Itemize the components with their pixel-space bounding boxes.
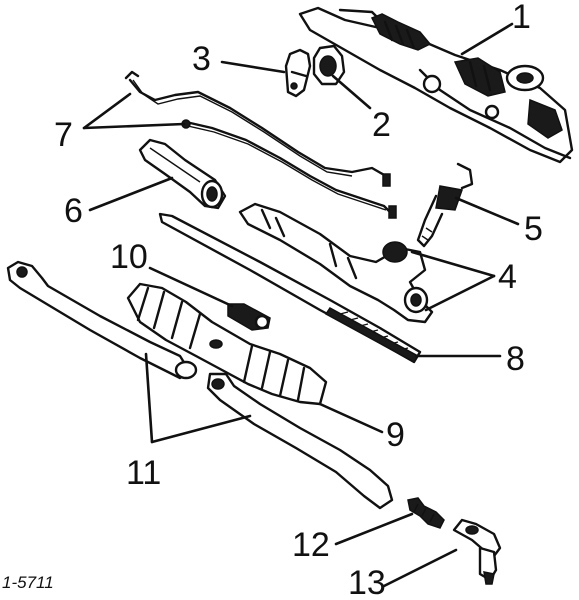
pinion-valve (416, 162, 474, 248)
leader-9 (318, 402, 384, 434)
outer-tie-rod-end (452, 518, 502, 585)
leader-5 (454, 196, 520, 226)
leader-lines (82, 22, 520, 588)
leader-4a (410, 250, 496, 278)
callout-3: 3 (192, 40, 211, 78)
callout-2: 2 (372, 106, 391, 144)
callout-9: 9 (386, 416, 405, 454)
leader-7a (82, 92, 132, 130)
tie-rod-adjuster-nut (407, 497, 445, 529)
leader-1 (460, 22, 514, 56)
callout-11: 11 (126, 454, 161, 492)
rack-mount-clamp (284, 48, 312, 98)
leader-11b (150, 414, 252, 444)
hydraulic-lines (124, 70, 397, 219)
leader-2 (331, 74, 372, 110)
callout-5: 5 (524, 210, 543, 248)
callout-4: 4 (498, 258, 517, 296)
steering-gear-assembly (298, 6, 574, 164)
leader-3 (220, 60, 286, 74)
leader-11a (144, 352, 154, 444)
inner-tie-rod-adjuster (227, 303, 271, 331)
reference-code: 1-5711 (2, 573, 54, 592)
callout-labels: 1 2 3 4 5 6 7 8 9 10 11 12 13 1-5711 (2, 0, 543, 600)
callout-12: 12 (292, 526, 330, 564)
leader-6 (88, 176, 174, 212)
tie-rods (6, 260, 394, 510)
leader-13 (382, 548, 458, 588)
leader-10 (148, 266, 234, 308)
callout-10: 10 (110, 238, 148, 276)
callout-8: 8 (506, 340, 525, 378)
callout-1: 1 (512, 0, 531, 36)
steering-rack-housing (238, 202, 434, 324)
rack-mount-bushing (312, 44, 346, 86)
callout-13: 13 (348, 564, 386, 600)
leader-4b (424, 274, 496, 312)
rack-housing (138, 138, 227, 210)
leader-7b (82, 122, 186, 130)
rack-bellows-boots (126, 282, 328, 406)
leader-12 (334, 512, 414, 546)
callout-7: 7 (54, 116, 73, 154)
callout-6: 6 (64, 192, 83, 230)
